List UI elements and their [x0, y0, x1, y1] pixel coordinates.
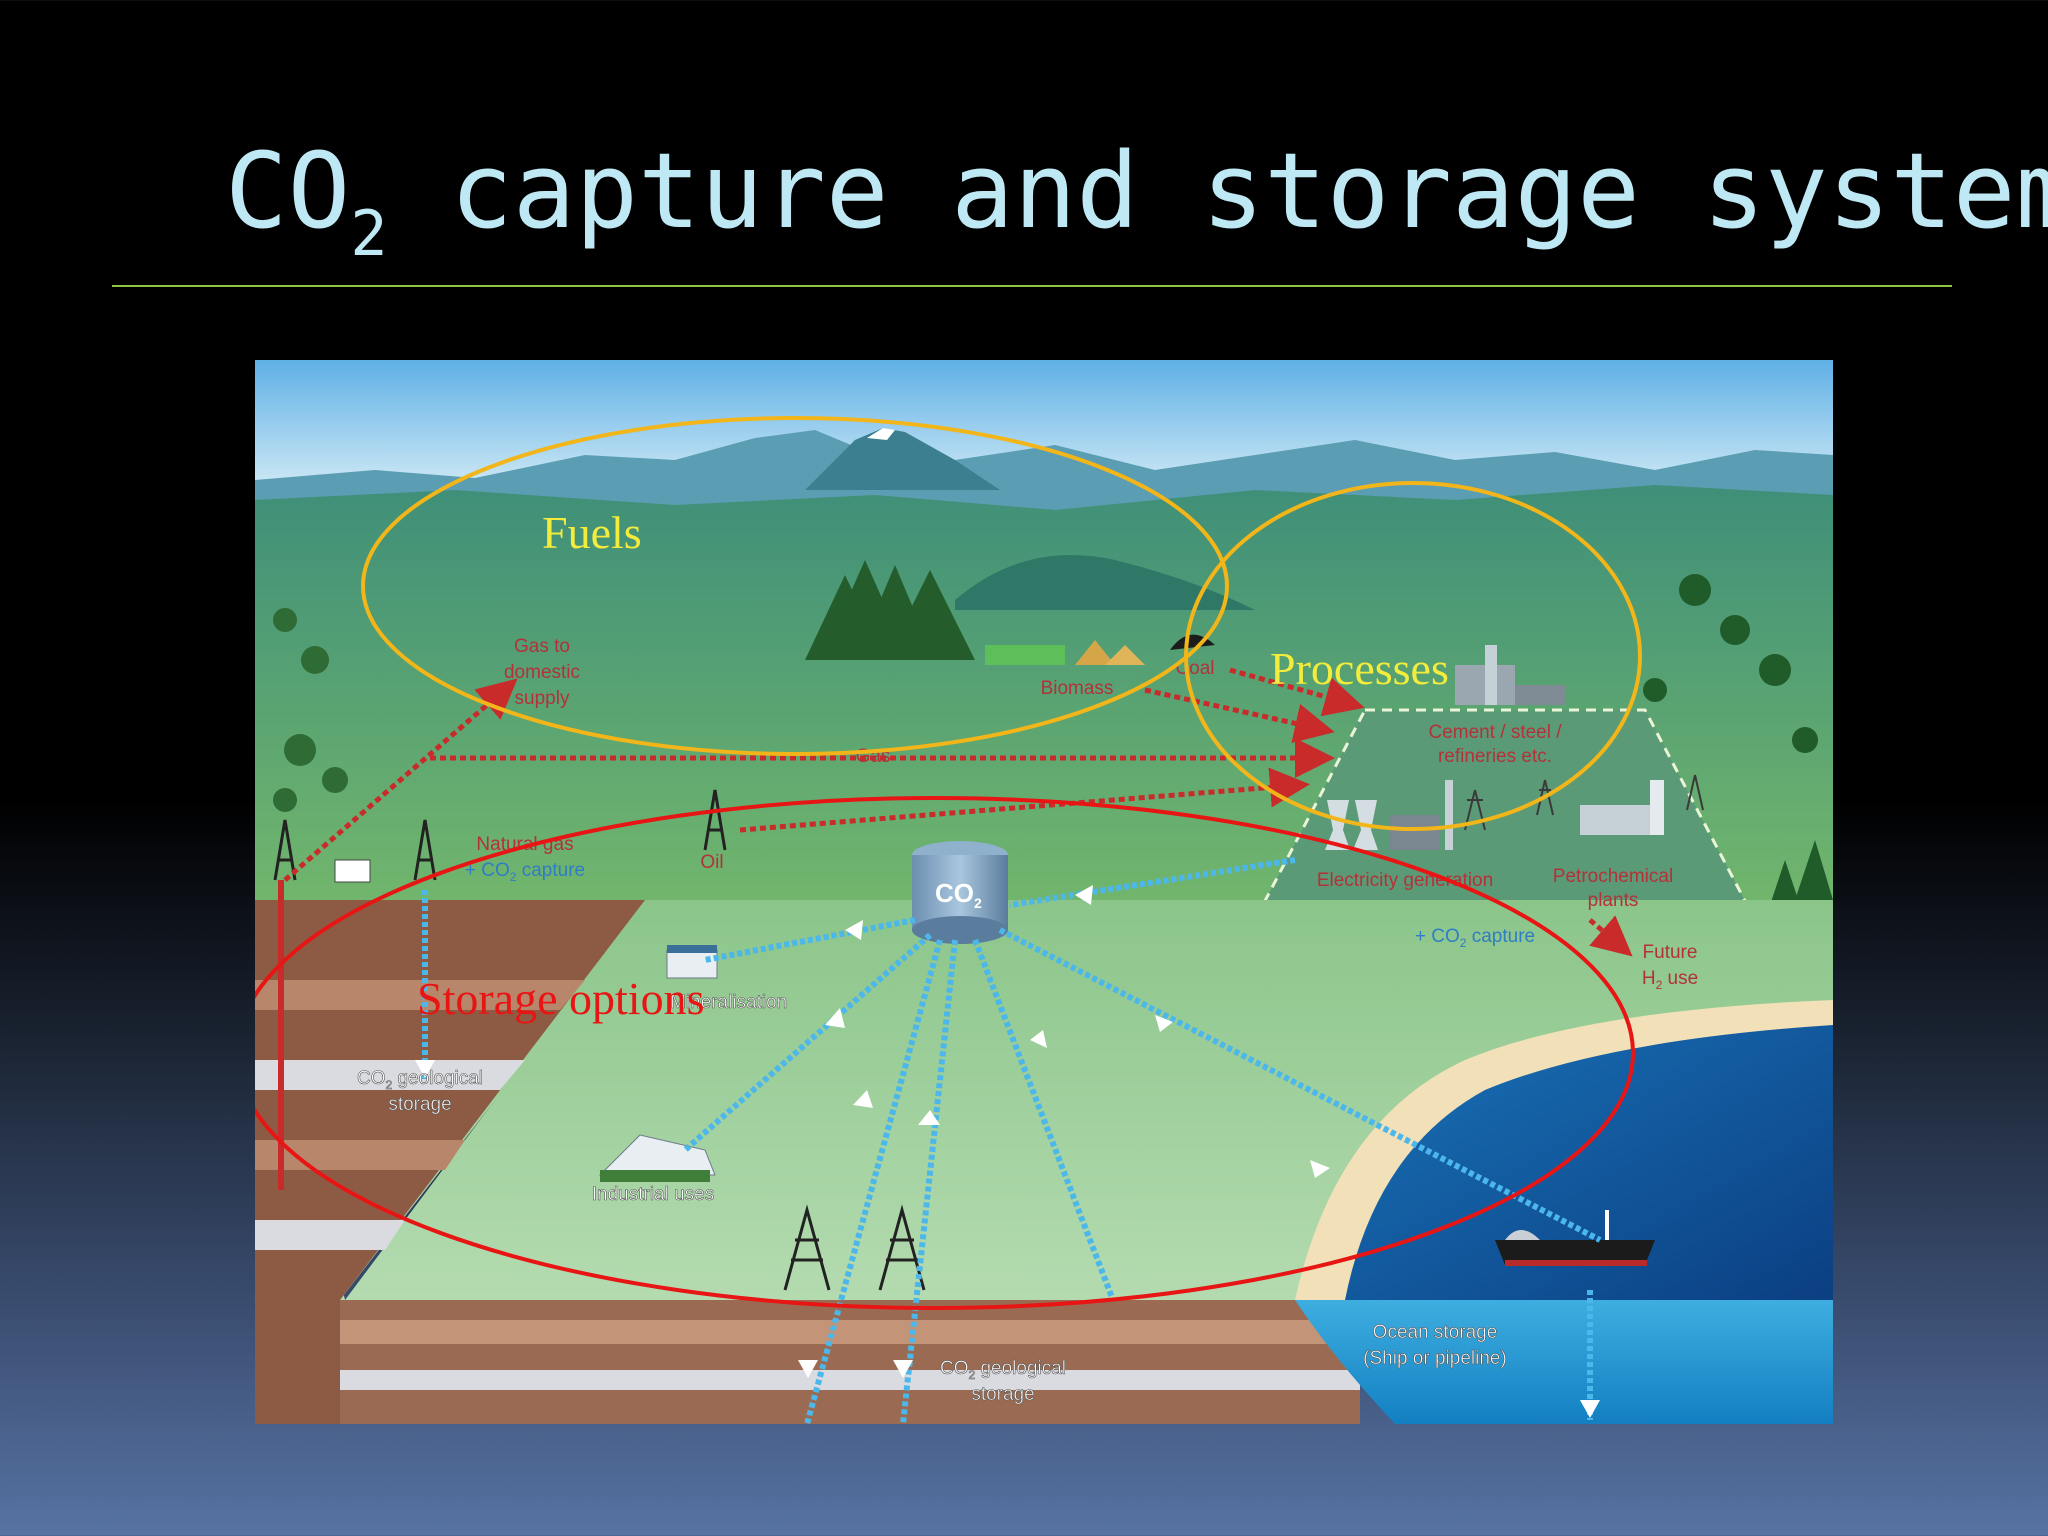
slide-title: CO2 capture and storage system: [225, 130, 2048, 270]
label-ship-or-pipeline: (Ship or pipeline): [1363, 1348, 1507, 1369]
gas-wells-left: [273, 789, 727, 881]
title-subscript: 2: [350, 197, 388, 270]
bottom-band: [340, 1320, 1360, 1344]
capture-labels: + CO2 capture + CO2 capture: [465, 860, 1535, 950]
mineralisation-plant: [666, 945, 718, 979]
label-geological-bottom: CO2 geological: [940, 1358, 1066, 1382]
storage-labels: Mineralisation CO2 geological storage In…: [357, 992, 1507, 1406]
label-mineralisation: Mineralisation: [670, 992, 787, 1013]
industrial-uses-greenhouse: [598, 1134, 716, 1182]
label-industrial-uses: Industrial uses: [592, 1184, 715, 1205]
storage-options-ellipse: [255, 796, 1635, 1310]
power-station: [1325, 780, 1453, 850]
label-biomass: Biomass: [1041, 678, 1114, 699]
green-hill: [955, 555, 1255, 610]
left-rock-strata: [255, 900, 645, 1424]
bottom-band-2: [340, 1370, 1360, 1390]
forest-center: [805, 560, 975, 660]
trees-left: [273, 608, 348, 812]
plain-surface: [345, 900, 1833, 1300]
petrochemical-plant: [1580, 780, 1664, 835]
bottom-rock-strata: [340, 1300, 1360, 1424]
drilling-rigs-bottom: [783, 1204, 926, 1291]
label-domestic: domestic: [504, 662, 580, 683]
snow-cap: [867, 428, 895, 440]
title-divider: [112, 285, 1952, 287]
label-future: Future: [1643, 942, 1698, 963]
label-refineries: refineries etc.: [1438, 746, 1552, 767]
title-co: CO: [225, 130, 351, 252]
fuel-flow-arrows: [283, 667, 1633, 957]
label-co2-capture: + CO2 capture: [1415, 926, 1535, 950]
label-plants: plants: [1588, 890, 1639, 911]
ccs-illustration: CO2 Gas to domestic: [255, 360, 1833, 1424]
co2-storage-tank: [912, 841, 1008, 944]
label-petrochemical: Petrochemical: [1553, 866, 1673, 887]
left-strata-bands: [255, 980, 585, 1250]
label-storage-bottom: storage: [971, 1384, 1034, 1405]
label-oil: Oil: [700, 852, 723, 873]
label-natural-gas-capture: + CO2 capture: [465, 860, 585, 884]
ccs-diagram: CO2 Gas to domestic: [255, 360, 1833, 1424]
power-pylons: [1464, 774, 1704, 831]
processes-ellipse: [1184, 481, 1642, 831]
label-cement-steel: Cement / steel /: [1428, 722, 1562, 743]
label-h2-use: H2 use: [1642, 968, 1698, 992]
label-electricity-generation: Electricity generation: [1317, 870, 1493, 891]
label-storage-left: storage: [388, 1094, 451, 1115]
tanker-ship: [1495, 1210, 1655, 1266]
co2-flow-arrowheads: [415, 885, 1600, 1418]
cement-plant: [1455, 645, 1565, 705]
biomass-piles: [985, 640, 1145, 665]
fuels-ellipse: [361, 416, 1229, 756]
fuels-label: Fuels: [542, 507, 642, 558]
label-ocean-storage: Ocean storage: [1373, 1322, 1498, 1343]
sea-surface: [1345, 1025, 1833, 1300]
ocean-cross-section: [1295, 1300, 1833, 1424]
co2-transport-pipes: [422, 857, 1602, 1424]
storage-options-label: Storage options: [417, 973, 704, 1024]
co2-tank-label: CO2: [935, 878, 982, 911]
title-rest: capture and storage system: [387, 130, 2048, 252]
label-gas-to: Gas to: [514, 636, 570, 657]
mountain-peak: [805, 428, 1000, 490]
label-geological-left: CO2 geological: [357, 1068, 483, 1092]
processes-label: Processes: [1270, 643, 1449, 694]
label-supply: supply: [515, 688, 570, 709]
gas-processing-unit: [334, 859, 371, 883]
